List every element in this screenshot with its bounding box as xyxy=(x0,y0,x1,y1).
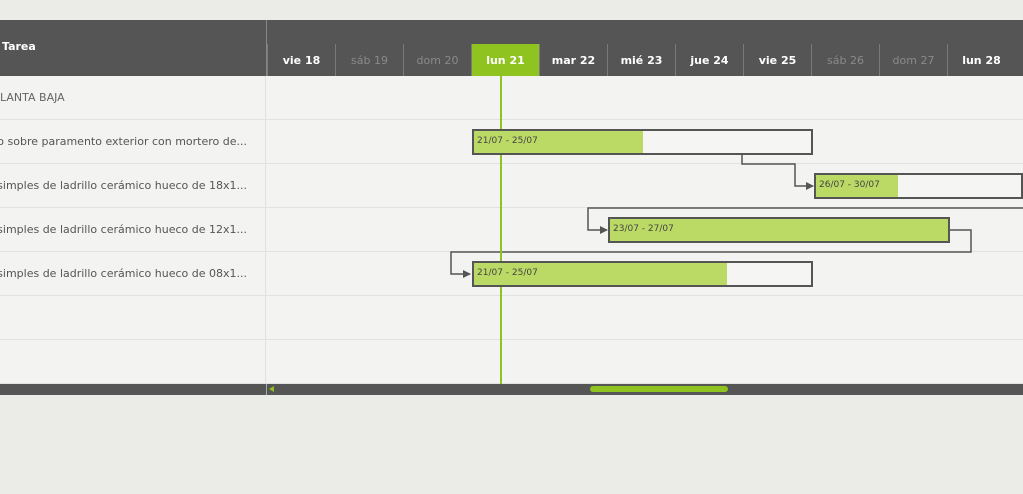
dependency-link[interactable] xyxy=(587,207,1023,234)
task-name: LANTA BAJA xyxy=(0,91,65,104)
task-name-cell[interactable]: s simples de ladrillo cerámico hueco de … xyxy=(0,252,266,296)
task-progress-fill[interactable] xyxy=(474,263,727,285)
task-name-cell[interactable] xyxy=(0,296,266,340)
today-marker xyxy=(500,76,502,384)
timeline-day: vie 18 xyxy=(267,44,335,76)
gantt-chart-area: 21/07 - 25/07 26/07 - 30/07 23/07 - 27/07 2… xyxy=(267,76,1023,384)
task-bar-date-range: 23/07 - 27/07 xyxy=(613,224,674,234)
task-row[interactable]: s simples de ladrillo cerámico hueco de … xyxy=(0,164,1023,208)
timeline-day: lun 28 xyxy=(947,44,1015,76)
horizontal-scrollbar[interactable] xyxy=(0,384,1023,395)
grid-header: Tarea xyxy=(0,20,267,76)
column-header-task[interactable]: Tarea xyxy=(2,40,36,53)
task-name-cell[interactable] xyxy=(0,340,266,384)
task-bar[interactable]: 23/07 - 27/07 xyxy=(608,217,950,243)
timeline-day: mié 23 xyxy=(607,44,675,76)
dependency-link[interactable] xyxy=(450,229,972,278)
timeline-day: dom 20 xyxy=(403,44,471,76)
timeline-day: sáb 26 xyxy=(811,44,879,76)
task-row[interactable]: s simples de ladrillo cerámico hueco de … xyxy=(0,252,1023,296)
timeline-day: lun 21 xyxy=(471,44,539,76)
timeline-day: vie 25 xyxy=(743,44,811,76)
task-name-cell[interactable]: ado sobre paramento exterior con mortero… xyxy=(0,120,266,164)
timeline-day: dom 27 xyxy=(879,44,947,76)
group-row[interactable]: LANTA BAJA xyxy=(0,76,1023,120)
task-bar-date-range: 26/07 - 30/07 xyxy=(819,180,880,190)
footer-divider xyxy=(266,384,267,395)
task-bar[interactable]: 26/07 - 30/07 xyxy=(814,173,1023,199)
top-band xyxy=(0,0,1023,20)
task-name-cell[interactable]: s simples de ladrillo cerámico hueco de … xyxy=(0,208,266,252)
task-row[interactable] xyxy=(0,296,1023,340)
task-name-cell[interactable]: LANTA BAJA xyxy=(0,76,266,120)
task-row[interactable]: ado sobre paramento exterior con mortero… xyxy=(0,120,1023,164)
scroll-left-arrow-icon[interactable] xyxy=(269,386,274,392)
task-row[interactable] xyxy=(0,340,1023,384)
task-bar[interactable]: 21/07 - 25/07 xyxy=(472,261,813,287)
task-name-cell[interactable]: s simples de ladrillo cerámico hueco de … xyxy=(0,164,266,208)
task-progress-fill[interactable] xyxy=(610,219,948,241)
task-progress-fill[interactable] xyxy=(816,175,898,197)
task-name: ado sobre paramento exterior con mortero… xyxy=(0,135,247,148)
timeline-day: jue 24 xyxy=(675,44,743,76)
timeline-day: sáb 19 xyxy=(335,44,403,76)
scroll-thumb[interactable] xyxy=(590,386,728,392)
timeline-day: mar 22 xyxy=(539,44,607,76)
task-name: s simples de ladrillo cerámico hueco de … xyxy=(0,179,247,192)
task-bar[interactable]: 21/07 - 25/07 xyxy=(472,129,813,155)
task-bar-date-range: 21/07 - 25/07 xyxy=(477,268,538,278)
task-progress-fill[interactable] xyxy=(474,131,643,153)
task-bar-date-range: 21/07 - 25/07 xyxy=(477,136,538,146)
task-name: s simples de ladrillo cerámico hueco de … xyxy=(0,267,247,280)
task-rows: LANTA BAJA ado sobre paramento exterior c… xyxy=(0,76,1023,384)
task-name: s simples de ladrillo cerámico hueco de … xyxy=(0,223,247,236)
